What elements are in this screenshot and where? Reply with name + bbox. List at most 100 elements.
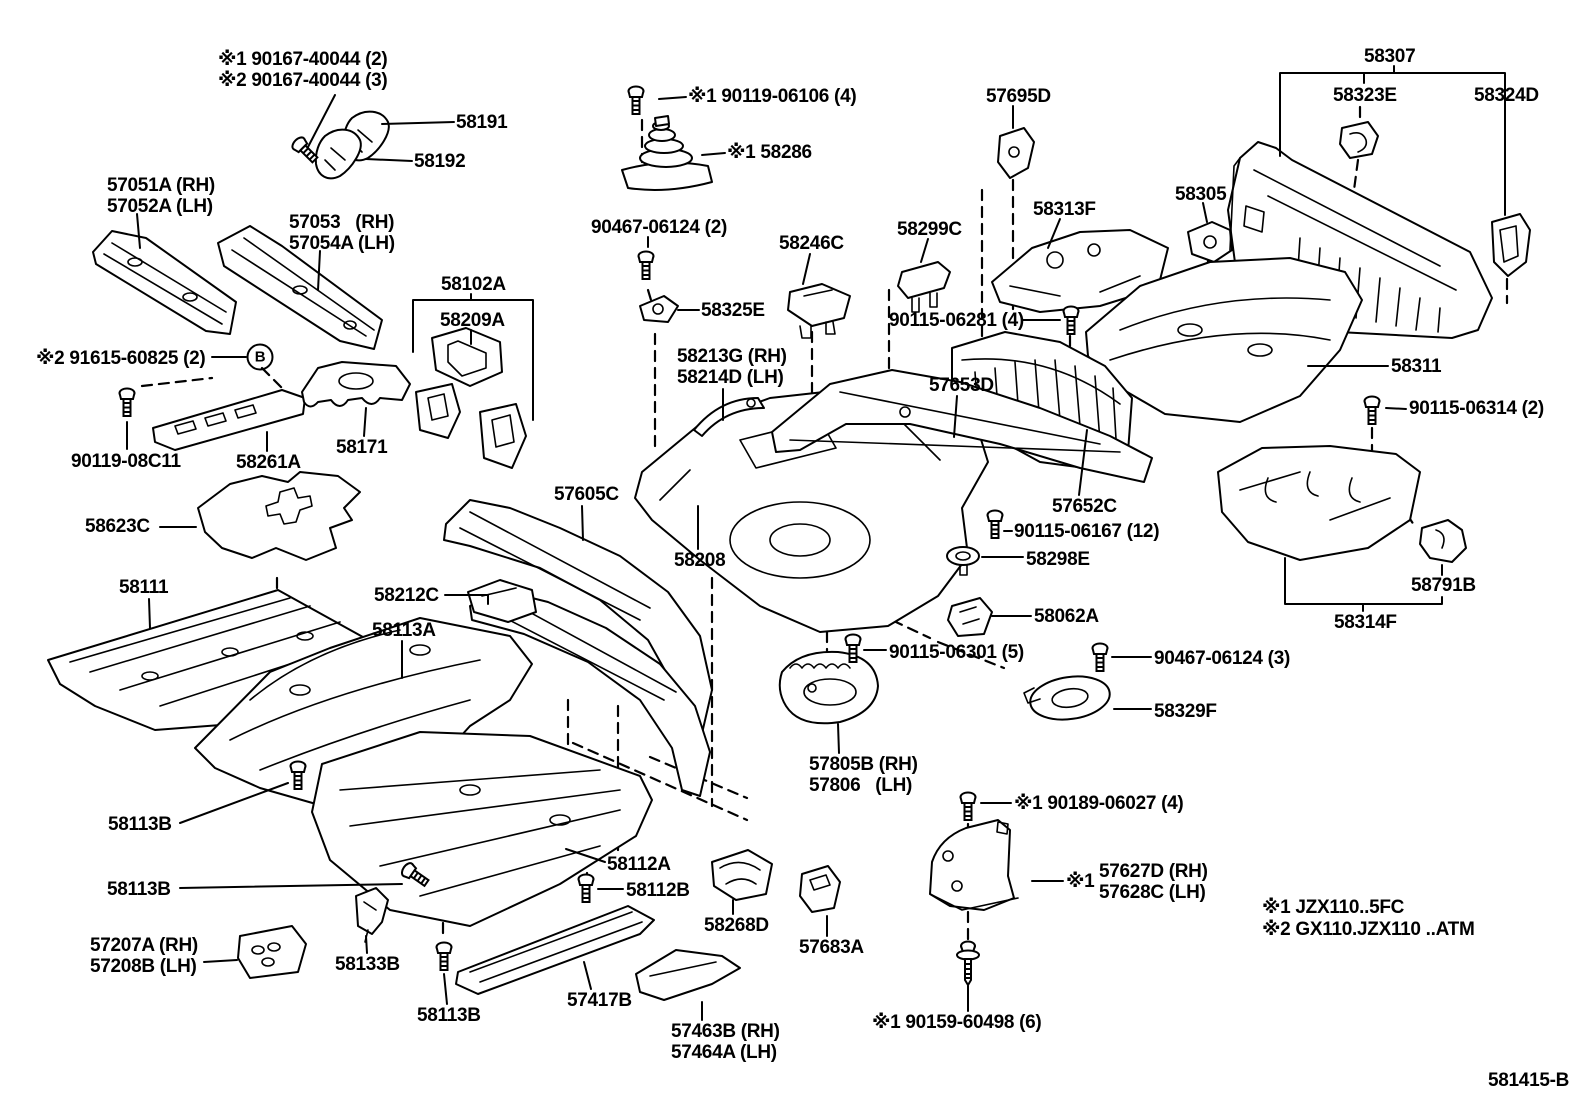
- label-58113b-3: 58113B: [417, 1005, 481, 1026]
- part-57695d-bracket: [997, 127, 1035, 179]
- label-57051a-57052a: 57051A (RH) 57052A (LH): [107, 175, 215, 217]
- applicability-note-1: ※1 JZX110..5FC: [1262, 897, 1405, 918]
- part-58305-bracket: [1187, 221, 1233, 263]
- label-90467-06124-2: 90467-06124 (2): [591, 217, 727, 238]
- label-90167-40044: ※1 90167-40044 (2) ※2 90167-40044 (3): [218, 49, 388, 91]
- label-58112b: 58112B: [626, 880, 690, 901]
- label-58113a: 58113A: [372, 620, 436, 641]
- label-58112a: 58112A: [607, 854, 671, 875]
- part-57653d-rear-side-member: [771, 369, 1153, 483]
- part-58324d-bracket: [1491, 213, 1531, 277]
- part-58112a-floor-pan: [311, 731, 653, 927]
- part-58209a-bracket: [431, 327, 503, 387]
- label-58324d: 58324D: [1474, 85, 1539, 106]
- label-58113b-2: 58113B: [107, 879, 171, 900]
- part-58102a-foot-bracket-left: [415, 383, 461, 439]
- label-90119-08c11: 90119-08C11: [71, 451, 181, 472]
- label-57627-star: ※1: [1066, 871, 1095, 892]
- label-90467-06124-3: 90467-06124 (3): [1154, 648, 1290, 669]
- label-90115-06301: 90115-06301 (5): [889, 642, 1024, 663]
- label-58261a: 58261A: [236, 452, 301, 473]
- part-57627d-bracket: [929, 819, 1019, 911]
- label-57805b-57806: 57805B (RH) 57806 (LH): [809, 754, 918, 796]
- label-58791b: 58791B: [1411, 575, 1476, 596]
- part-58261a-reinforcement: [152, 389, 306, 451]
- part-58313f-upper-back-panel: [991, 229, 1169, 313]
- label-57627d-57628c: 57627D (RH) 57628C (LH): [1099, 861, 1208, 903]
- part-57463b-bracket: [635, 949, 741, 1001]
- label-58305: 58305: [1175, 184, 1227, 205]
- label-58208: 58208: [674, 550, 726, 571]
- label-58311: 58311: [1391, 356, 1442, 377]
- part-58213g-stopper-plate: [693, 397, 765, 437]
- part-58113a-center-floor-pan: [194, 617, 533, 809]
- label-58171: 58171: [336, 437, 388, 458]
- part-58314f-panel: [1217, 445, 1421, 561]
- part-57417b-sill-reinforcement: [455, 905, 655, 995]
- label-57417b: 57417B: [567, 990, 632, 1011]
- part-57053-front-side-member: [217, 225, 383, 350]
- part-58208-center-floor-pan-no2: [634, 387, 989, 633]
- label-58209a: 58209A: [440, 310, 505, 331]
- label-58133b: 58133B: [335, 954, 400, 975]
- label-58213g-58214d: 58213G (RH) 58214D (LH): [677, 346, 787, 388]
- label-90115-06281: 90115-06281 (4): [889, 310, 1024, 331]
- part-57207a-pad: [237, 925, 307, 979]
- label-58286: ※1 58286: [727, 142, 812, 163]
- label-58325e: 58325E: [701, 300, 765, 321]
- label-57652c: 57652C: [1052, 496, 1117, 517]
- part-58062a-clip: [947, 597, 993, 637]
- label-90115-06314: 90115-06314 (2): [1409, 398, 1544, 419]
- label-91615-60825: ※2 91615-60825 (2): [36, 348, 206, 369]
- part-58133b-anchor: [355, 887, 389, 943]
- part-57683a-bracket: [799, 865, 841, 913]
- part-58329f-support: [1023, 675, 1111, 721]
- label-58299c: 58299C: [897, 219, 962, 240]
- part-58212c-bracket: [467, 579, 537, 623]
- label-58298e: 58298E: [1026, 549, 1090, 570]
- label-90119-06106: ※1 90119-06106 (4): [688, 86, 857, 107]
- label-57683a: 57683A: [799, 937, 864, 958]
- label-90189-06027: ※1 90189-06027 (4): [1014, 793, 1184, 814]
- part-58298e-grommet: [946, 546, 980, 576]
- part-58299c-plate: [897, 261, 951, 313]
- part-58311-rear-floor-pan: [1085, 257, 1363, 423]
- drawing-number: 581415-B: [1488, 1070, 1570, 1091]
- label-b-callout: B: [246, 343, 274, 371]
- label-57653d: 57653D: [929, 375, 994, 396]
- label-57695d: 57695D: [986, 86, 1051, 107]
- label-58623c: 58623C: [85, 516, 150, 537]
- part-58286-shift-boot: [621, 115, 713, 191]
- label-58314f: 58314F: [1334, 612, 1397, 633]
- part-58246c-bracket: [787, 283, 851, 339]
- label-58246c: 58246C: [779, 233, 844, 254]
- label-58313f: 58313F: [1033, 199, 1096, 220]
- label-90159-60498: ※1 90159-60498 (6): [872, 1012, 1042, 1033]
- label-58307: 58307: [1364, 46, 1416, 67]
- applicability-note-2: ※2 GX110.JZX110 ..ATM: [1262, 919, 1475, 940]
- part-58171-bracket: [301, 361, 411, 408]
- label-58323e: 58323E: [1333, 85, 1397, 106]
- label-57463b-57464a: 57463B (RH) 57464A (LH): [671, 1021, 780, 1063]
- label-58268d: 58268D: [704, 915, 769, 936]
- label-58329f: 58329F: [1154, 701, 1217, 722]
- label-58191: 58191: [456, 112, 508, 133]
- label-57207a-57208b: 57207A (RH) 57208B (LH): [90, 935, 198, 977]
- part-58325e-plate: [639, 295, 679, 323]
- part-58192-plate: [314, 128, 362, 180]
- part-58323e-clip: [1339, 121, 1379, 159]
- label-90115-06167: 90115-06167 (12): [1014, 521, 1160, 542]
- label-58212c: 58212C: [374, 585, 439, 606]
- parts-artwork: [47, 110, 1531, 1001]
- label-58102a: 58102A: [441, 274, 506, 295]
- label-57605c: 57605C: [554, 484, 619, 505]
- part-57805b-support: [778, 650, 879, 725]
- label-57053-57054a: 57053 (RH) 57054A (LH): [289, 212, 395, 254]
- label-58192: 58192: [414, 151, 466, 172]
- part-58268d-bracket: [711, 849, 773, 901]
- part-57051a-front-side-member: [92, 230, 237, 335]
- label-58111: 58111: [119, 577, 169, 598]
